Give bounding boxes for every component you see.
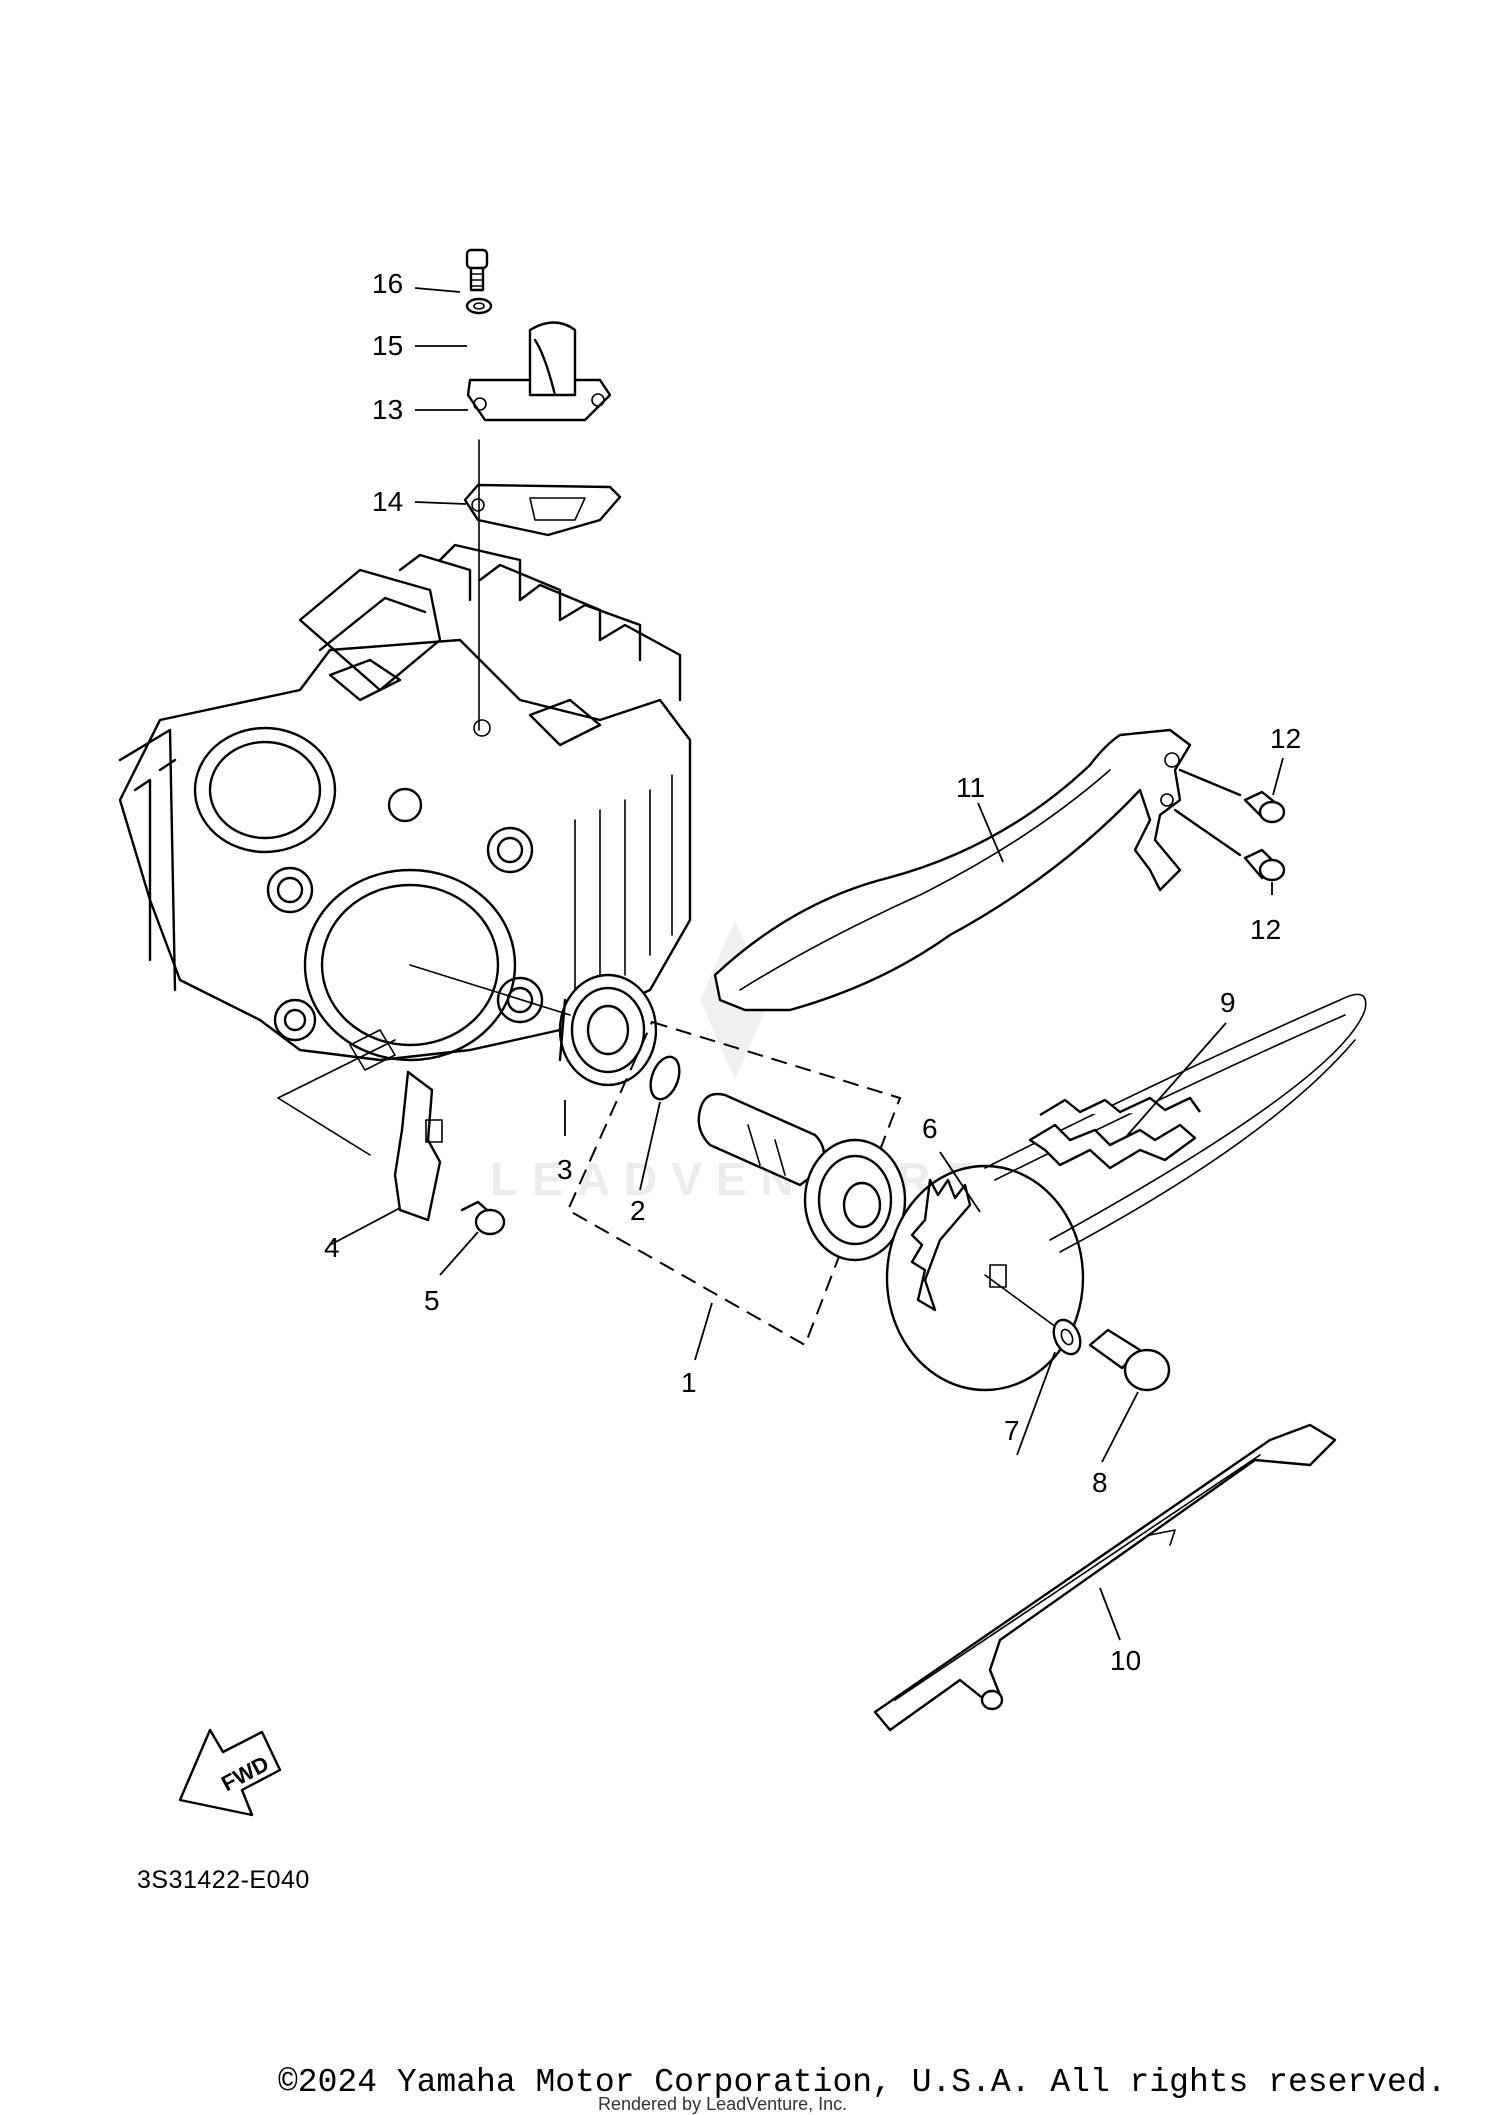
label-9: 9 (1220, 987, 1236, 1018)
part-11-chain-guide (713, 728, 1192, 1012)
part-15-washer (465, 297, 493, 315)
part-14-gasket (463, 483, 622, 537)
label-7: 7 (1004, 1415, 1020, 1446)
label-6: 6 (922, 1113, 938, 1144)
part-2-circlip (649, 1055, 681, 1101)
part-3-bearing (558, 973, 658, 1087)
part-6-cam-sprocket (885, 1164, 1085, 1392)
assembly-dashed-box (566, 1020, 902, 1347)
label-11: 11 (956, 772, 985, 803)
label-3: 3 (557, 1154, 573, 1185)
label-10: 10 (1110, 1645, 1141, 1676)
part-13-chain-tensioner (466, 321, 612, 422)
plate-reference-line (277, 1039, 396, 1156)
part-9-cam-chain (984, 993, 1367, 1253)
label-5: 5 (424, 1285, 440, 1316)
diagram-reference-code: 3S31422-E040 (137, 1866, 310, 1894)
label-12-lower: 12 (1250, 914, 1281, 945)
part-1-camshaft-assembly (566, 1020, 907, 1347)
leader-lines (329, 287, 1284, 1641)
part-12-bolt-lower (1173, 808, 1286, 882)
part-12-bolt-upper (1178, 768, 1286, 824)
part-8-bolt (1088, 1328, 1171, 1392)
label-1: 1 (681, 1367, 697, 1398)
rendered-by-credit: Rendered by LeadVenture, Inc. (598, 2094, 848, 2114)
label-4: 4 (324, 1232, 340, 1263)
label-8: 8 (1092, 1467, 1108, 1498)
fwd-arrow-icon: FWD (178, 1728, 282, 1817)
label-16: 16 (372, 268, 403, 299)
label-12-upper: 12 (1270, 723, 1301, 754)
label-2: 2 (630, 1195, 646, 1226)
part-4-plate (393, 1070, 443, 1222)
label-14: 14 (372, 486, 403, 517)
part-7-washer (1052, 1318, 1082, 1356)
bearing-axis-line (409, 964, 571, 1016)
part-5-bolt (460, 1200, 506, 1236)
cylinder-head-illustration (118, 543, 692, 1071)
part-10-chain-guide-lower (873, 1423, 1337, 1732)
copyright-notice: ©2024 Yamaha Motor Corporation, U.S.A. A… (278, 2064, 1447, 2101)
chain-links-detail (1028, 1096, 1201, 1170)
label-13: 13 (372, 394, 403, 425)
label-15: 15 (372, 330, 403, 361)
part-labels: 16 15 13 14 11 12 12 9 6 3 2 4 5 1 7 8 1… (324, 268, 1301, 1676)
part-16-bolt (465, 248, 489, 292)
